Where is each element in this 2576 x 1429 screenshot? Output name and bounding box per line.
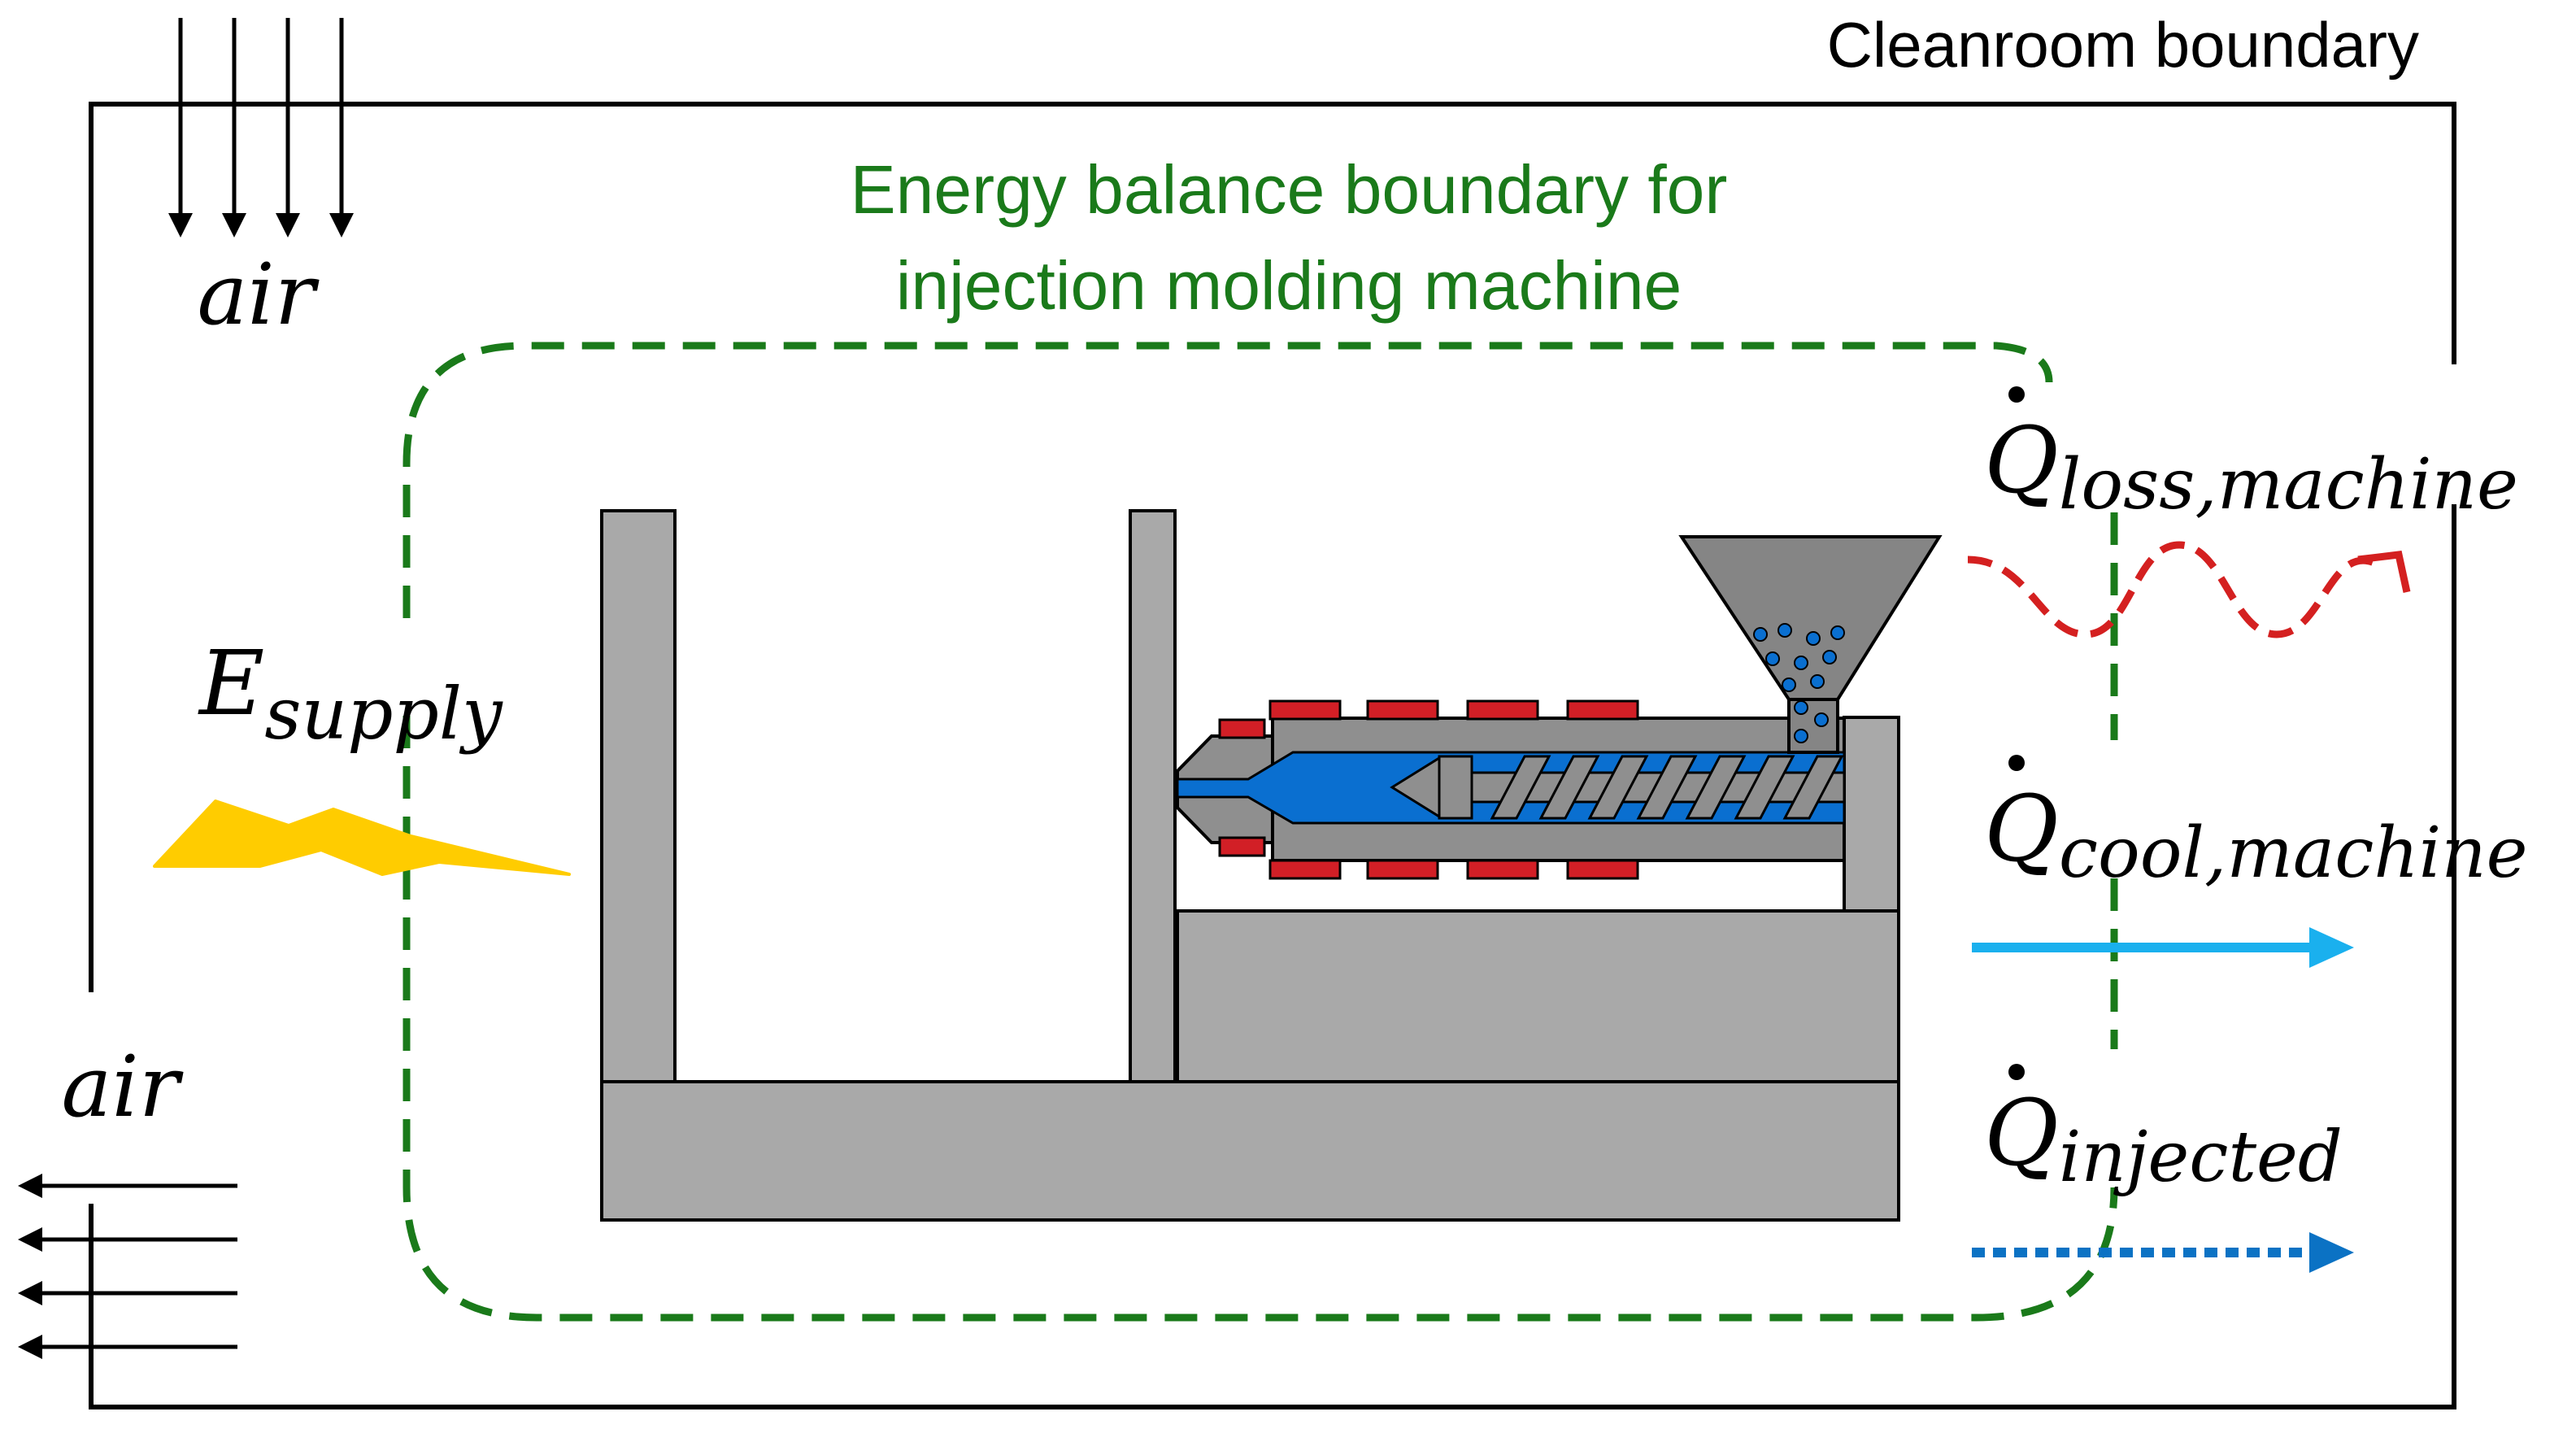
q-loss-base: Q	[1984, 408, 2059, 514]
air-outflow-label: air	[62, 1037, 184, 1136]
air-outflow-arrows	[33, 1183, 237, 1349]
q-cool-subscript: cool,machine	[2059, 813, 2528, 894]
e-supply-subscript: supply	[264, 672, 503, 756]
injection-unit-housing	[1176, 909, 1900, 1083]
lightning-bolt-icon	[153, 799, 571, 876]
q-cool-base: Q	[1984, 777, 2059, 882]
air-inflow-arrows	[178, 18, 344, 228]
machine-base	[600, 1080, 1900, 1222]
q-injected-subscript: injected	[2059, 1117, 2343, 1198]
q-cool-dot	[2008, 755, 2025, 771]
fixed-platen	[600, 509, 677, 1083]
q-cool-arrowhead	[2309, 927, 2354, 968]
rear-support	[1843, 716, 1900, 913]
e-supply-label: Esupply	[198, 631, 503, 756]
cleanroom-boundary-label: Cleanroom boundary	[1827, 9, 2419, 81]
q-cool-label: Qcool,machine	[1984, 777, 2528, 894]
injection-molding-machine	[600, 509, 1900, 1222]
heater-bands	[1218, 699, 1639, 880]
air-inflow-label: air	[198, 245, 320, 344]
air-inflow-arrowheads	[168, 213, 354, 237]
check-ring	[1438, 755, 1473, 820]
energy-balance-boundary	[402, 342, 2118, 1322]
moving-platen	[1129, 509, 1177, 1083]
energy-boundary-label-line1: Energy balance boundary for	[851, 151, 1728, 228]
q-injected-arrowhead	[2309, 1232, 2354, 1273]
q-loss-label: Qloss,machine	[1984, 408, 2518, 525]
q-loss-dot	[2008, 386, 2025, 403]
plastic-pellets	[1753, 623, 1845, 743]
e-supply-base: E	[198, 631, 264, 735]
q-loss-arrowhead	[2357, 551, 2411, 593]
q-injected-dot	[2008, 1064, 2025, 1080]
wavy-arrow-icon	[1967, 541, 2376, 638]
melt-and-screw	[1176, 751, 1846, 825]
energy-boundary-label-line2: injection molding machine	[896, 247, 1682, 324]
q-injected-base: Q	[1984, 1081, 2059, 1187]
q-injected-label: Qinjected	[1984, 1081, 2343, 1198]
screw-flights	[1490, 755, 1844, 820]
air-outflow-arrowheads	[18, 1174, 42, 1359]
q-loss-subscript: loss,machine	[2059, 444, 2518, 525]
cleanroom-boundary	[89, 102, 2456, 1409]
